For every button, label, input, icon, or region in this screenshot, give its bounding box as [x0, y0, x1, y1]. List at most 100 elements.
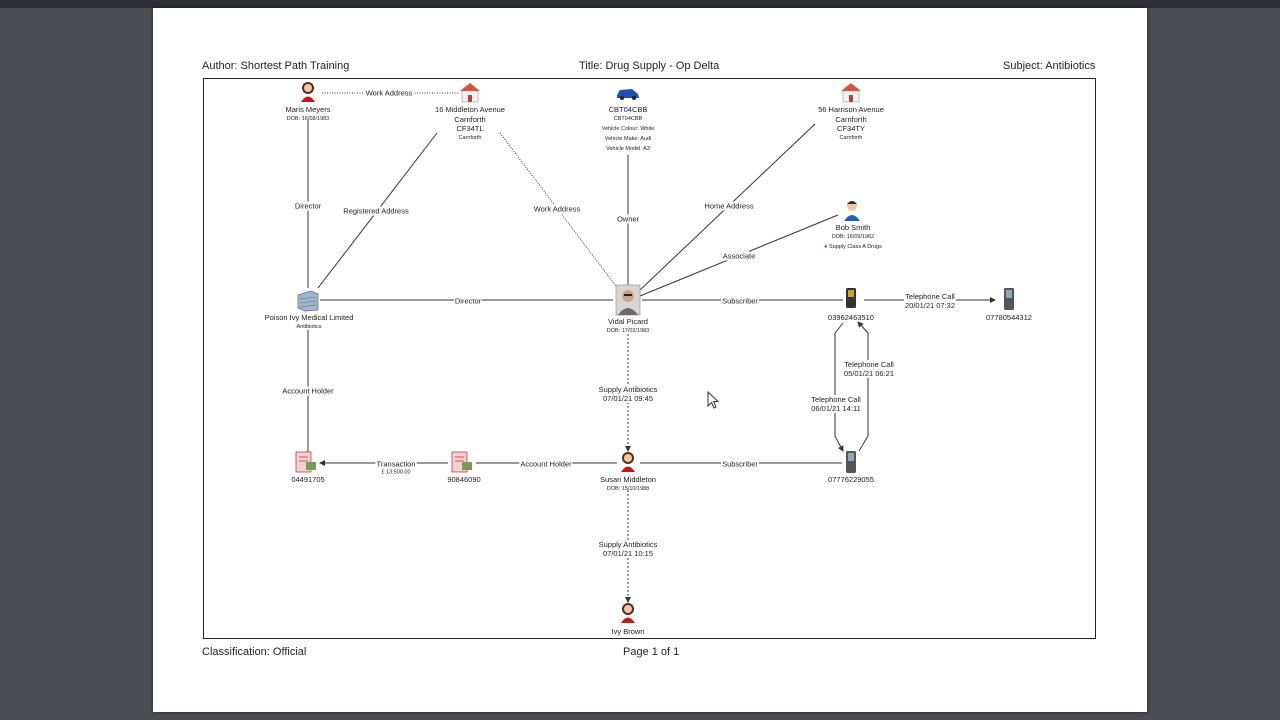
link-label-registered-address: Registered Address — [342, 206, 410, 216]
call-label: Telephone Call — [811, 395, 861, 404]
building-icon — [297, 290, 319, 312]
node-phone-03962463510[interactable]: 03962463510 — [828, 313, 874, 323]
link-label-subscriber: Subscriber — [721, 296, 759, 306]
link-label-home-address: Home Address — [703, 201, 755, 211]
author-header: Author: Shortest Path Training — [202, 60, 350, 72]
link-work-address-vidal — [499, 132, 620, 291]
node-56-harrison-avenue[interactable]: 56 Harrison Avenue Carnforth CF34TY Carn… — [818, 105, 884, 142]
bank-account-icon — [451, 451, 472, 473]
link-label-supply-antibiotics: Supply Antibiotics 07/01/21 10:15 — [597, 540, 659, 558]
node-name: Ivy Brown — [611, 627, 645, 636]
phone-number: 07780544312 — [986, 313, 1032, 322]
mobile-phone-icon — [1004, 288, 1014, 310]
viewer-top-bar — [0, 0, 1280, 8]
node-phone-07776229055[interactable]: 07776229055 — [828, 475, 874, 485]
link-label-subscriber: Subscriber — [721, 459, 759, 469]
address-tag: Carnforth — [839, 134, 863, 141]
link-telephone-call-3 — [834, 322, 844, 452]
node-bob-smith[interactable]: Bob Smith DOB: 16/09/1962 ● Supply Class… — [824, 223, 882, 251]
mouse-cursor-icon — [707, 391, 720, 409]
node-maris-meyers[interactable]: Maris Meyers DOB: 16/08/1983 — [285, 105, 330, 123]
node-dob: DOB: 15/10/1988 — [606, 485, 650, 492]
supply-label: Supply Antibiotics — [598, 385, 658, 394]
link-label-director: Director — [293, 201, 323, 211]
male-person-icon — [844, 201, 860, 221]
title-header: Title: Drug Supply - Op Delta — [579, 60, 720, 72]
address-postcode: CF34TY — [837, 124, 865, 133]
note-text: Supply Class A Drugs — [828, 243, 882, 250]
link-telephone-call-2 — [857, 321, 869, 452]
address-line1: 56 Harrison Avenue — [818, 105, 884, 114]
node-ivy-brown[interactable]: Ivy Brown — [612, 627, 645, 637]
call-date: 05/01/21 06:21 — [843, 369, 895, 378]
node-phone-07780544312[interactable]: 07780544312 — [986, 313, 1032, 323]
link-label-transaction: Transaction £ 13,500.00 — [375, 459, 417, 477]
house-icon — [460, 83, 480, 103]
node-dob: DOB: 16/08/1983 — [286, 115, 330, 122]
car-icon — [617, 89, 639, 100]
link-label-work-address: Work Address — [532, 204, 582, 214]
page-number-footer: Page 1 of 1 — [623, 646, 680, 658]
vehicle-model: Vehicle Model: A3 — [606, 145, 650, 152]
node-account-90846090[interactable]: 90846090 — [447, 475, 480, 485]
vehicle-reg: CBT04CBB — [613, 115, 643, 122]
node-name: Vidal Picard — [608, 317, 648, 326]
supply-date: 07/01/21 09:45 — [602, 394, 654, 403]
node-note: ● Supply Class A Drugs — [824, 243, 882, 251]
address-tag: Carnforth — [458, 134, 482, 141]
female-person-icon — [301, 82, 315, 102]
vehicle-colour: Vehicle Colour: White — [601, 125, 655, 132]
link-label-work-address: Work Address — [364, 88, 414, 98]
link-label-associate: Associate — [721, 251, 757, 261]
bank-account-icon — [295, 451, 316, 473]
address-line2: Carnforth — [454, 114, 486, 124]
node-16-middleton-avenue[interactable]: 16 Middleton Avenue Carnforth CF34TL Car… — [435, 105, 505, 142]
address-line2: Carnforth — [835, 114, 867, 124]
phone-number: 07776229055 — [828, 475, 874, 484]
call-label: Telephone Call — [844, 360, 894, 369]
link-label-telephone-call: Telephone Call 20/01/21 07:32 — [903, 292, 957, 310]
house-icon — [841, 83, 861, 103]
node-name: Bob Smith — [835, 223, 871, 232]
node-vidal-picard[interactable]: Vidal Picard DOB: 17/02/1983 — [607, 317, 650, 335]
transaction-label: Transaction — [376, 459, 416, 469]
call-date: 06/01/21 14:11 — [811, 404, 861, 413]
node-tag: Antibiotics — [296, 323, 322, 330]
call-label: Telephone Call — [905, 292, 955, 301]
vehicle-make: Vehicle Make: Audi — [604, 135, 652, 142]
female-person-icon — [621, 603, 635, 623]
node-susan-middleton[interactable]: Susan Middleton DOB: 15/10/1988 — [600, 475, 656, 493]
mobile-phone-icon — [846, 451, 856, 473]
node-dob: DOB: 16/09/1962 — [831, 233, 875, 240]
link-label-director: Director — [453, 296, 483, 306]
link-label-telephone-call: Telephone Call 06/01/21 14:11 — [810, 395, 862, 413]
call-date: 20/01/21 07:32 — [904, 301, 956, 310]
supply-date: 07/01/21 10:15 — [602, 549, 654, 558]
mobile-phone-icon — [846, 288, 856, 308]
node-name: Susan Middleton — [600, 475, 656, 484]
subject-header: Subject: Antibiotics — [1003, 60, 1096, 72]
classification-footer: Classification: Official — [202, 646, 307, 658]
node-name: Poison Ivy Medical Limited — [264, 313, 354, 322]
supply-label: Supply Antibiotics — [598, 540, 658, 549]
account-number: 04491705 — [291, 475, 325, 484]
node-vehicle-cbt04cbb[interactable]: CBT04CBB CBT04CBB Vehicle Colour: White … — [602, 105, 655, 153]
transaction-amount: £ 13,500.00 — [381, 469, 411, 476]
node-name: Maris Meyers — [285, 105, 331, 114]
link-label-telephone-call: Telephone Call 05/01/21 06:21 — [842, 360, 896, 378]
node-poison-ivy-medical[interactable]: Poison Ivy Medical Limited Antibiotics — [265, 313, 354, 331]
link-label-supply-antibiotics: Supply Antibiotics 07/01/21 09:45 — [597, 385, 659, 403]
node-account-04491705[interactable]: 04491705 — [291, 475, 324, 485]
document-page — [153, 8, 1147, 712]
node-dob: DOB: 17/02/1983 — [606, 327, 650, 334]
chart-frame — [203, 78, 1096, 639]
link-label-account-holder: Account Holder — [519, 459, 573, 469]
vehicle-name: CBT04CBB — [608, 105, 648, 114]
vidal-photo-icon — [615, 284, 641, 316]
address-line1: 16 Middleton Avenue — [435, 105, 505, 114]
female-person-icon — [621, 452, 635, 472]
address-postcode: CF34TL — [456, 124, 484, 133]
red-dot-icon: ● — [824, 243, 828, 250]
link-label-account-holder: Account Holder — [281, 386, 335, 396]
account-number: 90846090 — [447, 475, 481, 484]
